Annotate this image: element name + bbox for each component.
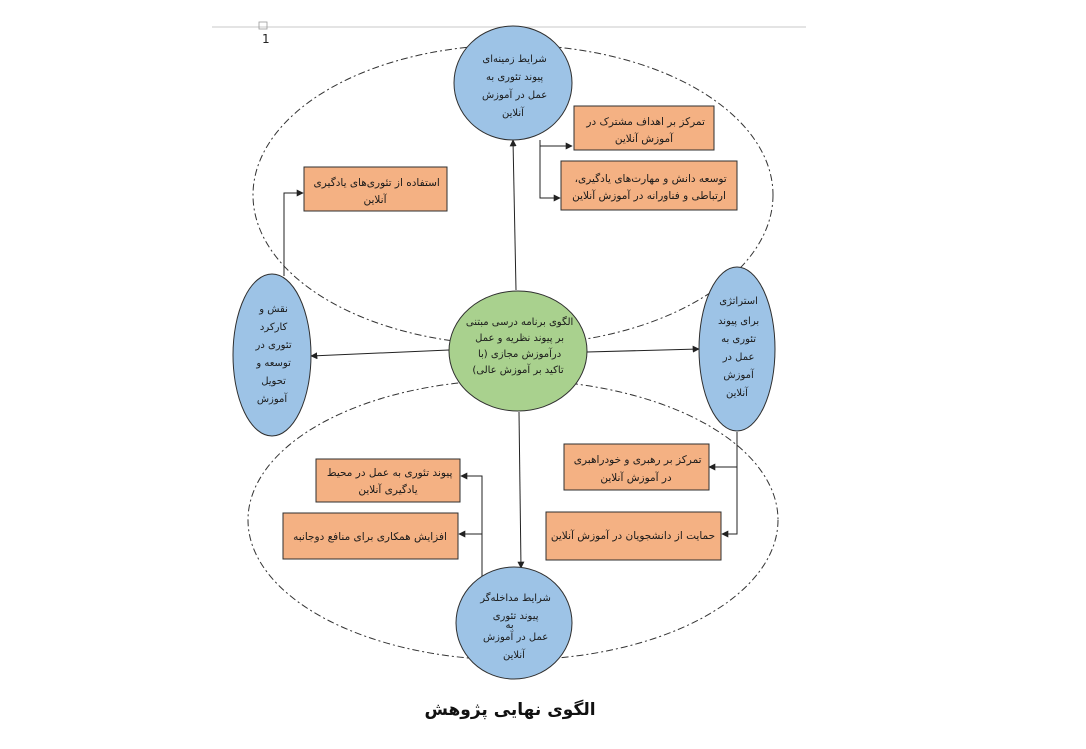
figure-caption: الگوی نهایی پژوهش [424,700,596,720]
arrow-right-to-leadership [708,432,738,471]
svg-text:توسعه دانش و مهارت‌های یادگیری: توسعه دانش و مهارت‌های یادگیری، ارتباطی … [571,172,727,202]
top-node-text: شرایط زمینه‌ای پیوند تئوری به عمل در آمو… [479,54,548,119]
page-corner-mark [258,21,268,30]
arrow-center-to-bottom [517,411,525,569]
box-learning-theories: استفاده از تئوری‌های یادگیری آنلاین [303,166,448,212]
box-theory-link: پیوند تئوری به عمل در محیط یادگیری آنلای… [315,458,461,503]
arrow-center-to-right [586,345,700,353]
right-node-text: استراتژی برای پیوند تئوری به عمل در آموز… [715,296,759,399]
center-node: الگوی برنامه درسی مبتنی بر پیوند نظریه و… [448,290,588,412]
center-node-text: الگوی برنامه درسی مبتنی بر پیوند نظریه و… [463,316,574,376]
arrow-center-to-left [310,349,450,360]
svg-text:حمایت از دانشجویان در آموزش آن: حمایت از دانشجویان در آموزش آنلاین [551,529,715,542]
box-skills: توسعه دانش و مهارت‌های یادگیری، ارتباطی … [560,160,738,211]
bottom-node: شرایط مداخله‌گر پیوند تئوری به عمل در آم… [455,566,573,680]
left-node-text: نقش و کارکرد تئوری در توسعه و تحویل آموز… [252,304,291,405]
box-leadership: تمرکز بر رهبری و خودراهبری در آموزش آنلا… [563,443,710,491]
right-node: استراتژی برای پیوند تئوری به عمل در آموز… [698,266,776,432]
box-cooperation: افزایش همکاری برای منافع دوجانبه [282,512,459,560]
svg-text:پیوند تئوری به عمل در محیط: پیوند تئوری به عمل در محیط یادگیری آنلای… [324,467,453,496]
arrow-center-to-top [509,139,517,291]
arrow-top-to-skills [539,146,561,202]
svg-text:تمرکز بر اهداف مشترک در: تمرکز بر اهداف مشترک در آموزش آنلاین [583,116,705,145]
top-node: شرایط زمینه‌ای پیوند تئوری به عمل در آمو… [453,25,573,141]
left-node: نقش و کارکرد تئوری در توسعه و تحویل آموز… [232,273,312,437]
arrow-bottom-to-theory-link [460,472,483,578]
svg-text:استفاده از تئوری‌های یادگیری: استفاده از تئوری‌های یادگیری آنلاین [310,176,440,206]
svg-text:افزایش همکاری برای منافع دوجان: افزایش همکاری برای منافع دوجانبه [293,531,447,543]
svg-text:تمرکز بر رهبری و خودراهبری: تمرکز بر رهبری و خودراهبری در آموزش آنلا… [570,454,701,484]
connectors [283,139,738,578]
arrow-top-to-goals [539,140,573,150]
arrow-right-to-support [721,467,738,538]
box-student-support: حمایت از دانشجویان در آموزش آنلاین [545,511,722,561]
box-shared-goals: تمرکز بر اهداف مشترک در آموزش آنلاین [573,105,715,151]
arrow-left-to-theories [283,189,304,276]
bottom-node-text: شرایط مداخله‌گر پیوند تئوری به عمل در آم… [477,592,551,661]
page-number: 1 [262,32,270,46]
